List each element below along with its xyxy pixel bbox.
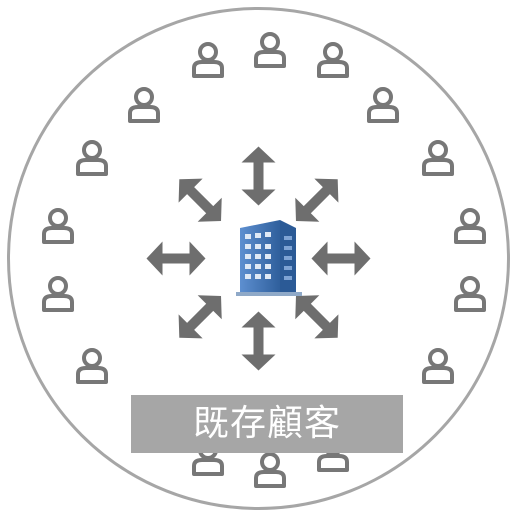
person-icon — [42, 276, 74, 312]
person-icon — [317, 42, 349, 78]
person-icon — [42, 208, 74, 244]
person-icon — [454, 276, 486, 312]
label-box: 既存顧客 — [131, 395, 403, 453]
double-arrow-icon — [295, 295, 339, 339]
person-icon — [422, 140, 454, 176]
person-icon — [422, 348, 454, 384]
double-arrow-icon — [178, 178, 222, 222]
double-arrow-icon — [311, 241, 371, 276]
person-icon — [76, 348, 108, 384]
person-icon — [367, 87, 399, 123]
person-icon — [454, 208, 486, 244]
double-arrow-icon — [241, 146, 276, 206]
double-arrow-icon — [178, 295, 222, 339]
person-icon — [128, 87, 160, 123]
double-arrow-icon — [241, 311, 276, 371]
office-building-icon — [236, 220, 302, 296]
arrows-group — [146, 146, 371, 371]
person-icon — [192, 42, 224, 78]
person-icon — [254, 452, 286, 488]
person-icon — [76, 140, 108, 176]
person-icon — [254, 32, 286, 68]
double-arrow-icon — [146, 241, 206, 276]
double-arrow-icon — [295, 178, 339, 222]
existing-customers-label: 既存顧客 — [192, 403, 341, 444]
